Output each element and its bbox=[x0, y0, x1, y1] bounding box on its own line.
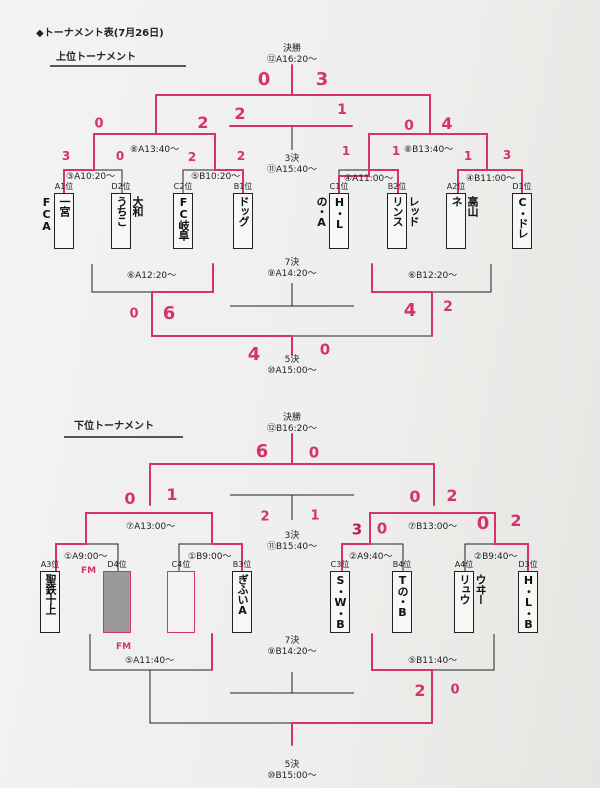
lower-round-3-score-right: 0 bbox=[376, 519, 388, 538]
upper-third-score-right: 1 bbox=[337, 102, 347, 118]
upper-team-1: A1位一宮FCA bbox=[40, 182, 74, 249]
lower-final-slot: ⑫B16:20〜 bbox=[266, 424, 318, 434]
upper-fifth-label: 5決 bbox=[284, 355, 300, 365]
upper-consolation-a-slot: ⑥A12:20〜 bbox=[127, 271, 177, 281]
lower-round-2-slot: ①B9:00〜 bbox=[188, 552, 232, 562]
lower-third-score-left: 2 bbox=[260, 509, 270, 525]
lower-final-label: 決勝 bbox=[282, 413, 302, 423]
lower-fifth-score-left: 2 bbox=[414, 681, 426, 700]
lower-semi-b-slot: ⑦B13:00〜 bbox=[408, 522, 458, 532]
upper-semi-a-score-right: 2 bbox=[197, 113, 209, 132]
lower-team-3: C4位 bbox=[167, 560, 195, 633]
lower-final-score-left: 6 bbox=[255, 441, 269, 462]
upper-heading: 上位トーナメント bbox=[56, 52, 136, 63]
page-title: ◆トーナメント表(7月26日) bbox=[36, 28, 164, 39]
lower-third-label: 3決 bbox=[284, 531, 300, 541]
lower-round-4-score-left: 0 bbox=[476, 513, 490, 534]
upper-semi-b-score-left: 0 bbox=[404, 118, 414, 134]
lower-final-score-right: 0 bbox=[308, 443, 320, 462]
upper-consolation-b-score-right: 2 bbox=[443, 299, 453, 315]
lower-round-4-slot: ②B9:40〜 bbox=[474, 552, 518, 562]
upper-final-score-left: 0 bbox=[257, 69, 271, 90]
lower-fifth-slot: ⑩B15:00〜 bbox=[267, 771, 317, 781]
lower-semi-b-score-left: 0 bbox=[409, 487, 421, 506]
upper-consolation-b-slot: ⑥B12:20〜 bbox=[408, 271, 458, 281]
lower-third-score-right: 1 bbox=[310, 508, 320, 524]
lower-consolation-b-slot: ⑤B11:40〜 bbox=[408, 656, 458, 666]
upper-fifth-slot: ⑩A15:00〜 bbox=[267, 366, 317, 376]
lower-seventh-slot: ⑨B14:20〜 bbox=[267, 647, 317, 657]
lower-semi-a-score-right: 1 bbox=[166, 485, 178, 504]
upper-third-label: 3決 bbox=[284, 154, 300, 164]
upper-round-1-score-right: 0 bbox=[115, 149, 125, 163]
upper-round-1-score-left: 3 bbox=[61, 149, 71, 163]
lower-fifth-score-right: 0 bbox=[450, 682, 460, 698]
lower-round-1-slot: ①A9:00〜 bbox=[64, 552, 108, 562]
lower-team-7: A4位リュウウヰー bbox=[454, 560, 487, 633]
upper-consolation-a-score-right: 6 bbox=[162, 303, 176, 324]
upper-final-slot: ⑫A16:20〜 bbox=[266, 55, 318, 65]
lower-round-3-slot: ②A9:40〜 bbox=[349, 552, 393, 562]
upper-team-2: D2位うちこ大和 bbox=[111, 182, 144, 249]
upper-round-2-score-right: 2 bbox=[236, 149, 246, 163]
upper-round-2-slot: ⑤B10:20〜 bbox=[191, 172, 241, 182]
upper-round-3-slot: ④A11:00〜 bbox=[344, 174, 394, 184]
upper-team-7: A2位ネ高山 bbox=[446, 182, 479, 249]
lower-team-4: B3位ぎふいA bbox=[232, 560, 252, 633]
upper-round-4-score-left: 1 bbox=[463, 149, 473, 163]
lower-consolation-a-slot: ⑤A11:40〜 bbox=[125, 656, 175, 666]
upper-semi-b-score-right: 4 bbox=[441, 114, 453, 133]
upper-seventh-label: 7決 bbox=[284, 258, 300, 268]
upper-fifth-score-left: 4 bbox=[247, 344, 261, 365]
upper-round-2-score-left: 2 bbox=[187, 150, 197, 164]
lower-team-2: D4位 bbox=[103, 560, 131, 633]
upper-seventh-slot: ⑨A14:20〜 bbox=[267, 269, 317, 279]
upper-consolation-b-score-left: 4 bbox=[403, 300, 417, 321]
upper-team-6: B2位リンスレッド bbox=[387, 182, 420, 249]
upper-final-score-right: 3 bbox=[315, 69, 329, 90]
upper-round-4-score-right: 3 bbox=[502, 148, 512, 162]
upper-round-3-score-right: 1 bbox=[391, 144, 401, 158]
upper-consolation-a-score-left: 0 bbox=[129, 306, 139, 322]
upper-round-4-slot: ④B11:00〜 bbox=[466, 174, 516, 184]
upper-round-1-slot: ③A10:20〜 bbox=[66, 172, 116, 182]
upper-semi-b-slot: ⑧B13:40〜 bbox=[404, 145, 454, 155]
upper-semi-a-score-left: 0 bbox=[94, 116, 104, 132]
lower-team-1: A3位聖鉄十上 bbox=[40, 560, 60, 633]
lower-heading: 下位トーナメント bbox=[74, 421, 154, 432]
upper-third-slot: ⑪A15:40〜 bbox=[266, 165, 318, 175]
upper-team-4: B1位ドッグ bbox=[233, 182, 253, 249]
fm-mark-1: FM bbox=[81, 566, 97, 576]
upper-third-score-left: 2 bbox=[234, 104, 246, 123]
upper-final-label: 決勝 bbox=[282, 44, 302, 54]
upper-semi-a-slot: ⑧A13:40〜 bbox=[130, 145, 180, 155]
lower-round-3-score-left: 3 bbox=[351, 520, 363, 539]
lower-seventh-label: 7決 bbox=[284, 636, 300, 646]
lower-semi-b-score-right: 2 bbox=[446, 486, 458, 505]
lower-round-4-score-right: 2 bbox=[510, 511, 522, 530]
upper-fifth-score-right: 0 bbox=[319, 340, 331, 359]
lower-third-slot: ⑪B15:40〜 bbox=[266, 542, 318, 552]
upper-round-3-score-left: 1 bbox=[341, 144, 351, 158]
fm-mark-2: FM bbox=[116, 642, 132, 652]
lower-semi-a-slot: ⑦A13:00〜 bbox=[126, 522, 176, 532]
lower-fifth-label: 5決 bbox=[284, 760, 300, 770]
lower-semi-a-score-left: 0 bbox=[124, 489, 136, 508]
